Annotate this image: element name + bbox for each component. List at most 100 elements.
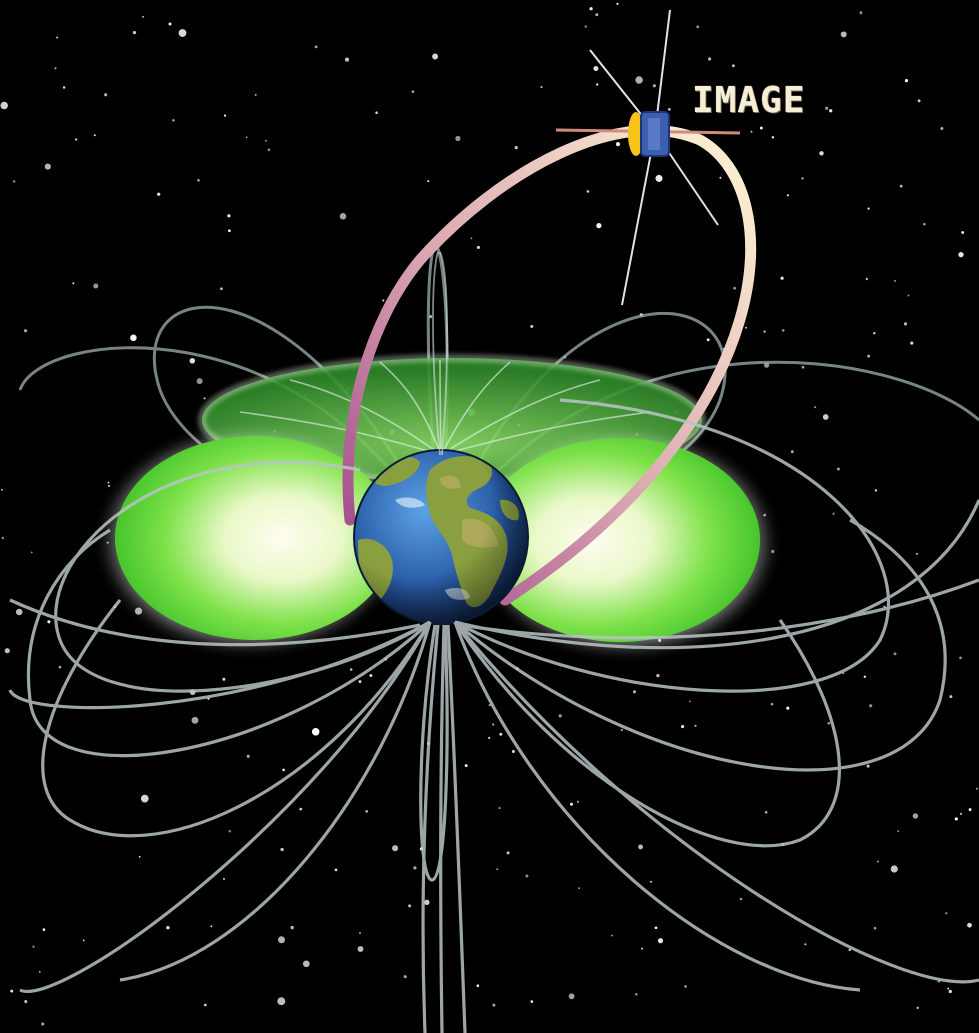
star: [104, 93, 108, 97]
star: [819, 151, 824, 156]
star: [804, 943, 807, 946]
star: [424, 899, 430, 905]
star: [168, 22, 172, 26]
star: [411, 90, 415, 93]
star: [223, 114, 227, 117]
star: [464, 764, 468, 768]
star: [358, 680, 362, 684]
star: [189, 358, 196, 364]
star: [923, 222, 926, 226]
star: [47, 620, 51, 624]
star: [876, 860, 879, 863]
star: [763, 330, 766, 333]
star: [0, 101, 8, 110]
star: [132, 30, 137, 35]
star: [413, 866, 417, 870]
star: [867, 207, 870, 210]
star: [514, 145, 518, 150]
star: [403, 975, 407, 979]
star: [530, 324, 534, 328]
star: [897, 830, 900, 833]
star: [38, 970, 41, 973]
spacecraft-label: IMAGE: [692, 80, 806, 121]
star: [358, 932, 362, 935]
star: [1, 536, 4, 540]
star: [4, 648, 10, 654]
star: [499, 732, 503, 736]
star: [832, 512, 835, 515]
star: [759, 126, 763, 130]
star: [197, 179, 200, 182]
star: [694, 724, 697, 727]
star: [893, 652, 897, 656]
star: [265, 139, 267, 142]
star: [138, 855, 141, 858]
star: [267, 148, 271, 151]
star: [907, 294, 910, 297]
star: [589, 7, 593, 11]
star: [10, 989, 14, 993]
star: [641, 947, 643, 950]
star: [655, 174, 663, 182]
star: [910, 341, 914, 345]
star: [222, 677, 226, 681]
star: [157, 192, 161, 196]
star: [278, 936, 285, 944]
star: [584, 25, 587, 28]
star: [290, 925, 294, 930]
star: [866, 764, 870, 768]
star: [107, 481, 110, 484]
star: [596, 83, 599, 86]
star: [654, 926, 658, 930]
star: [863, 675, 866, 678]
star: [558, 714, 562, 718]
star: [874, 489, 878, 492]
star: [365, 810, 369, 813]
star: [732, 64, 735, 68]
star: [302, 960, 310, 968]
star: [578, 887, 580, 890]
star: [220, 287, 223, 291]
star: [954, 817, 958, 821]
star: [745, 326, 747, 329]
star: [191, 716, 199, 724]
star: [968, 808, 972, 812]
star: [203, 1003, 207, 1007]
star: [496, 868, 499, 871]
star: [172, 119, 175, 122]
star: [801, 177, 804, 180]
star: [632, 690, 637, 694]
star: [392, 845, 399, 852]
star: [764, 811, 768, 814]
star: [82, 939, 85, 942]
star: [899, 184, 903, 188]
star: [786, 706, 790, 710]
star: [688, 700, 691, 703]
star: [961, 231, 965, 234]
star: [667, 108, 671, 111]
star: [277, 997, 286, 1006]
star: [814, 406, 817, 409]
star: [254, 93, 257, 96]
satellite-icon: [555, 9, 741, 306]
star: [586, 190, 590, 193]
star: [72, 282, 75, 285]
star: [30, 551, 33, 554]
star: [949, 695, 953, 699]
star: [349, 668, 353, 671]
star: [975, 787, 978, 790]
star: [696, 25, 699, 29]
star: [869, 704, 873, 708]
star: [511, 750, 515, 753]
star: [58, 665, 62, 669]
star: [375, 111, 378, 114]
star: [822, 414, 829, 420]
star: [470, 237, 473, 240]
star: [635, 993, 638, 996]
star: [382, 299, 385, 302]
star: [829, 109, 833, 113]
star: [593, 65, 599, 72]
star: [771, 136, 775, 139]
star: [140, 794, 149, 803]
star: [13, 180, 16, 183]
